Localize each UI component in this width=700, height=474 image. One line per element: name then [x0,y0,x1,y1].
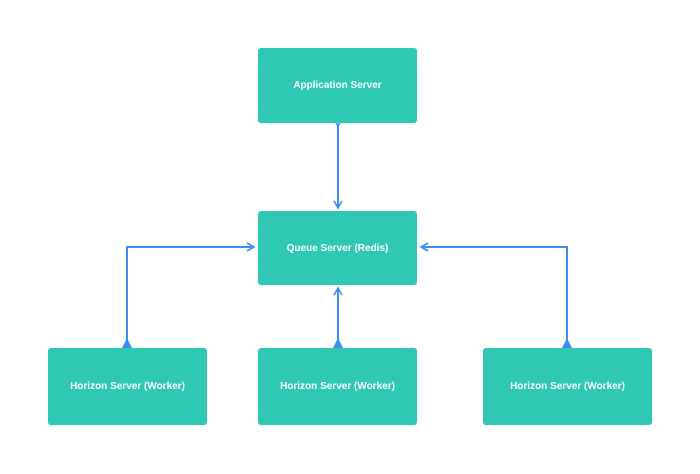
worker-server-label-2: Horizon Server (Worker) [280,381,395,392]
worker-server-label-1: Horizon Server (Worker) [70,381,185,392]
queue-server-label: Queue Server (Redis) [286,242,389,254]
queue-server-node: Queue Server (Redis) [258,211,417,285]
worker-server-node-1: Horizon Server (Worker) [48,348,207,425]
worker-server-label-3: Horizon Server (Worker) [510,381,625,392]
worker-server-node-3: Horizon Server (Worker) [483,348,652,425]
application-server-label: Application Server [293,80,382,91]
application-server-node: Application Server [258,48,417,123]
worker-1-connector-tip [122,338,132,348]
worker-2-connector-tip [333,338,343,348]
worker-3-queue-connector [419,242,568,342]
worker-1-queue-connector [126,242,256,342]
worker-server-node-2: Horizon Server (Worker) [258,348,417,425]
worker-3-connector-tip [562,338,572,348]
